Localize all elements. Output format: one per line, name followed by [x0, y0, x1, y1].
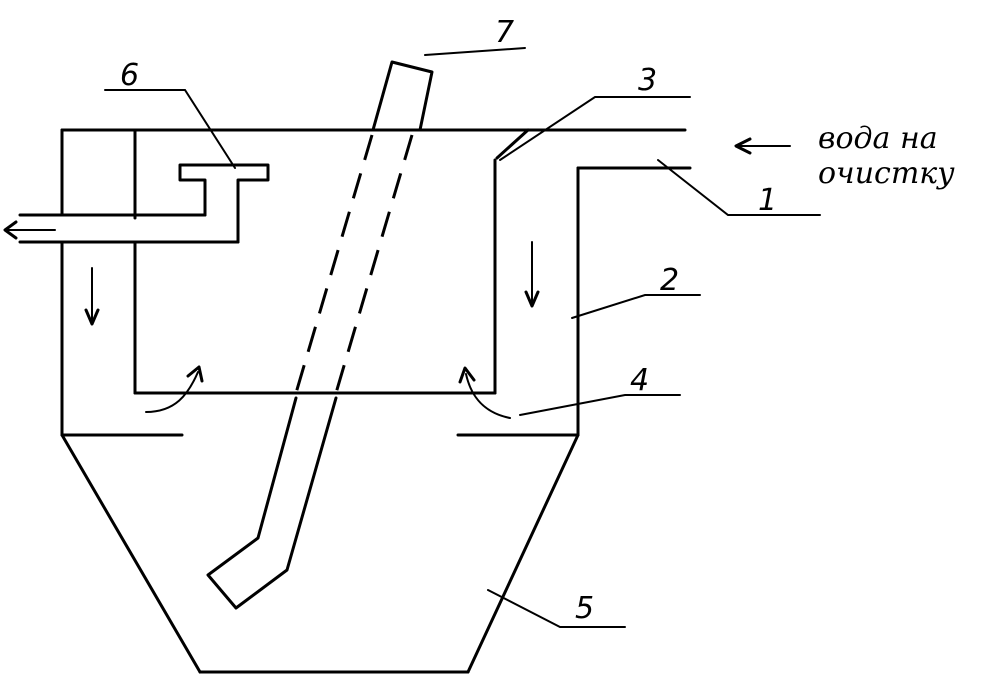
inlet-flow-arrow [734, 137, 791, 155]
tank-outer-wall [60, 128, 692, 437]
sludge-hopper [60, 433, 580, 674]
label-7: 7 [495, 15, 514, 50]
sludge-pipe [206, 60, 434, 610]
down-arrow-right [524, 241, 540, 308]
overflow-collector [178, 163, 270, 244]
down-arrow-left [84, 267, 100, 326]
label-4: 4 [630, 363, 649, 398]
label-1: 1 [758, 183, 777, 218]
label-3: 3 [638, 63, 657, 98]
inlet-deflector [495, 128, 530, 160]
leader-lines [104, 47, 821, 628]
curved-arrow-left [145, 365, 204, 413]
outlet-pipe [18, 213, 240, 244]
inlet-note-line1: вода на [818, 121, 938, 156]
inner-chamber [133, 128, 497, 395]
label-5: 5 [575, 591, 594, 626]
label-2: 2 [660, 263, 679, 298]
label-6: 6 [120, 58, 139, 93]
curved-arrow-right [458, 366, 511, 419]
outlet-flow-arrow [3, 220, 56, 240]
inlet-note-line2: очистку [818, 156, 955, 191]
